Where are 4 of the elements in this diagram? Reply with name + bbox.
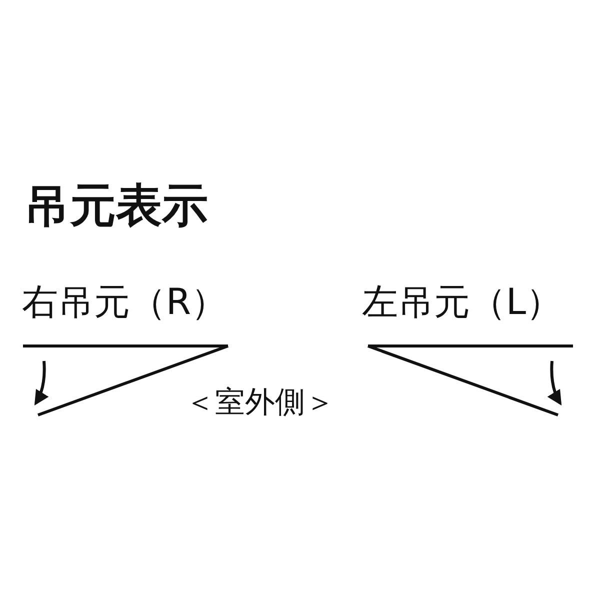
title: 吊元表示 xyxy=(24,182,208,228)
hinge-side-label: 左吊元（L） xyxy=(362,285,562,321)
hinge-side-label: 右吊元（R） xyxy=(22,285,228,321)
outdoor-side-label: ＜室外側＞ xyxy=(185,388,335,418)
